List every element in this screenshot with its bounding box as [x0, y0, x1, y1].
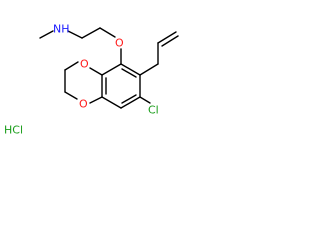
bond-c3-cl [139, 96, 151, 104]
bond-o-bottom-c5 [89, 96, 103, 104]
bond-ch2-ch2 [81, 27, 101, 39]
bond-methyl-n [39, 30, 54, 39]
bond-o-top-ch2 [64, 61, 79, 71]
salt-label-hcl: HCl [4, 124, 23, 137]
ring-bond-c4-c5 [101, 96, 122, 109]
bond-allyl-double [161, 35, 179, 47]
bond-c6-o-top [89, 67, 103, 76]
ring-bond-c1-c2 [120, 63, 141, 76]
atom-label-cl: Cl [148, 104, 159, 117]
ring-double-c1-c2 [121, 68, 137, 78]
ring-bond-c3-c4 [120, 96, 141, 109]
bond-c2-allyl-ch2 [139, 63, 159, 76]
atom-label-dioxane-o-top: O [80, 58, 89, 71]
bond-n-ch2 [67, 30, 83, 39]
bond-ch2-o [99, 27, 116, 38]
bond-allyl-ch-ch2 [157, 31, 177, 44]
ring-double-c3-c4 [121, 94, 137, 104]
bond-ch2-o-bottom [64, 91, 78, 100]
atom-label-nh: NH [53, 23, 70, 36]
ring-bond-c6-c1 [101, 63, 122, 76]
atom-label-ether-o: O [115, 37, 124, 50]
chemical-structure-diagram: NH O O O Cl HCl [4, 23, 179, 137]
atom-label-dioxane-o-bottom: O [79, 98, 88, 111]
